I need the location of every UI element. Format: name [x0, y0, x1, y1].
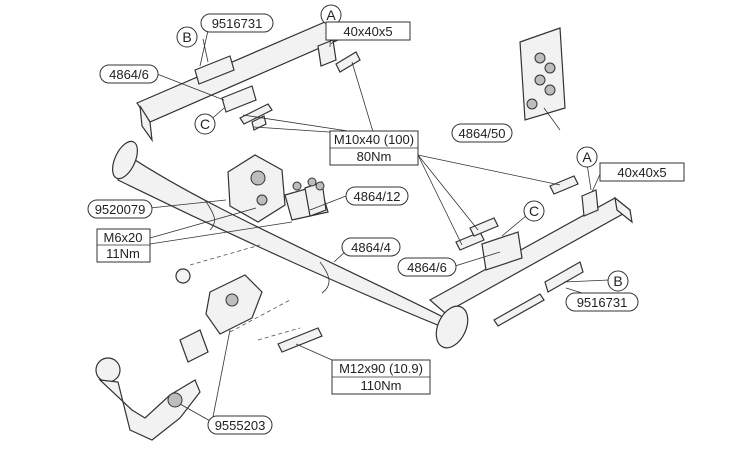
callout-a-right-text: A	[582, 149, 592, 165]
clamp-block	[175, 244, 323, 353]
label-part-9516731-right: 9516731	[565, 292, 639, 312]
label-bolt-m12: M12x90 (10.9) 110Nm	[331, 359, 431, 395]
callout-circle-a-right: A	[576, 146, 598, 168]
part-4864-6-left-text: 4864/6	[109, 67, 149, 82]
part-9516731-right-text: 9516731	[577, 295, 628, 310]
bolt-m12-spec-text: M12x90 (10.9)	[339, 361, 423, 376]
label-part-9555203: 9555203	[207, 415, 273, 435]
part-9555203-text: 9555203	[215, 418, 266, 433]
callout-circle-c-left: C	[194, 113, 216, 135]
label-part-9520079: 9520079	[87, 199, 153, 219]
label-bolt-m10: M10x40 (100) 80Nm	[329, 130, 419, 166]
bracket-plate-top-text: 40x40x5	[343, 24, 392, 39]
right-plates	[455, 175, 599, 327]
main-cross-tube	[112, 140, 469, 349]
part-4864-6-right-text: 4864/6	[407, 260, 447, 275]
right-side-member	[428, 196, 633, 314]
label-part-9516731-top: 9516731	[200, 13, 274, 33]
label-part-4864-6-left: 4864/6	[99, 64, 159, 84]
label-bracket-plate-top: 40x40x5	[325, 21, 411, 41]
bolt-m10-spec-text: M10x40 (100)	[334, 132, 414, 147]
callout-c-right-text: C	[529, 203, 539, 219]
callout-c-left-text: C	[200, 116, 210, 132]
bracket-plate-right-text: 40x40x5	[617, 165, 666, 180]
label-part-4864-4: 4864/4	[341, 237, 401, 257]
part-4864-50-text: 4864/50	[459, 126, 506, 141]
part-9520079-text: 9520079	[95, 202, 146, 217]
part-4864-4-text: 4864/4	[351, 240, 391, 255]
part-4864-12-text: 4864/12	[354, 189, 401, 204]
label-part-4864-50: 4864/50	[451, 123, 513, 143]
bolt-m6-torque-text: 11Nm	[106, 246, 140, 261]
socket-bracket	[292, 177, 327, 217]
bolts-left	[239, 51, 361, 131]
bolt-m10-torque-text: 80Nm	[357, 149, 392, 164]
label-bracket-plate-right: 40x40x5	[599, 162, 685, 182]
callout-circle-c-right: C	[523, 200, 545, 222]
bolt-m12-torque-text: 110Nm	[361, 378, 402, 393]
callout-circle-b-top: B	[176, 26, 198, 48]
label-part-4864-6-right: 4864/6	[397, 257, 457, 277]
label-part-4864-12: 4864/12	[345, 186, 409, 206]
top-left-plates	[194, 39, 337, 113]
callout-a-top-text: A	[326, 7, 336, 23]
label-bolt-m6: M6x20 11Nm	[96, 228, 151, 263]
callout-b-right-text: B	[613, 273, 622, 289]
callout-circle-b-right: B	[607, 270, 629, 292]
part-9516731-top-text: 9516731	[212, 16, 263, 31]
bolt-m6-spec-text: M6x20	[103, 230, 142, 245]
tow-ball-neck	[95, 329, 209, 441]
left-side-member	[136, 21, 339, 143]
callout-b-top-text: B	[182, 29, 191, 45]
bolt-kit-4864-50	[519, 27, 566, 121]
